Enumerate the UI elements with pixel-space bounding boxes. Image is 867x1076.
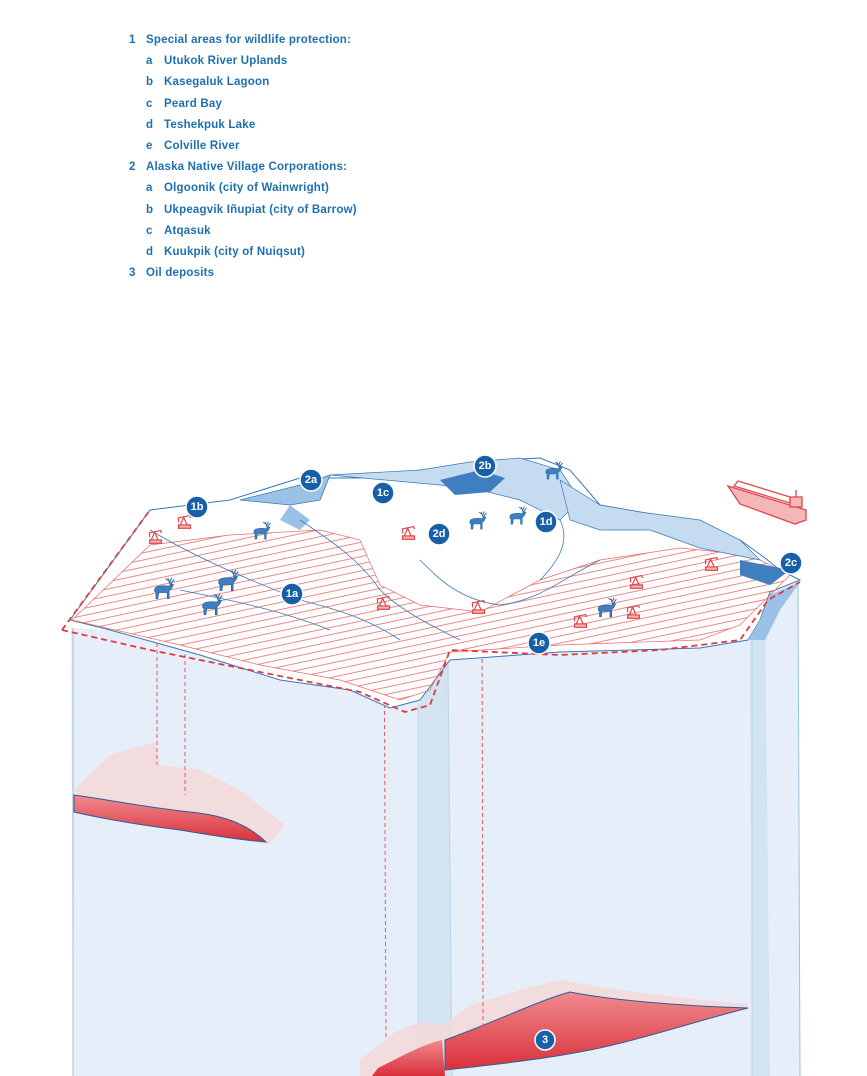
marker-1b: 1b [185, 495, 209, 519]
legend-subitem: d Teshekpuk Lake [129, 119, 357, 140]
svg-text:1d: 1d [540, 516, 553, 528]
legend-subitem: c Atqasuk [129, 225, 357, 246]
svg-text:1e: 1e [533, 637, 545, 649]
legend-item-text: Peard Bay [164, 97, 223, 110]
legend-subitem: c Peard Bay [129, 98, 357, 119]
land-surface [69, 457, 802, 709]
marker-1a: 1a [280, 582, 304, 606]
legend-item: 1 Special areas for wildlife protection: [129, 34, 357, 55]
tanker-ship-icon [726, 480, 807, 525]
legend-subitem: b Kasegaluk Lagoon [129, 76, 357, 97]
legend-item-text: Special areas for wildlife protection: [146, 34, 352, 46]
legend-subitem: e Colville River [129, 140, 357, 161]
legend-item-number: a [146, 182, 153, 195]
legend-item-number: b [146, 76, 154, 89]
legend-item: 3 Oil deposits [129, 267, 357, 288]
legend-item-text: Ukpeagvik Iñupiat (city of Barrow) [164, 203, 357, 216]
legend-item-number: c [146, 97, 153, 110]
legend-item-number: d [146, 245, 154, 258]
legend-item-number: 3 [129, 267, 136, 280]
svg-text:1c: 1c [377, 487, 389, 499]
legend-item-text: Atqasuk [164, 224, 211, 237]
marker-2c: 2c [779, 551, 803, 575]
svg-text:2c: 2c [785, 557, 797, 569]
legend-item-text: Oil deposits [146, 267, 215, 280]
legend-item: 2 Alaska Native Village Corporations: [129, 161, 357, 182]
legend-item-number: c [146, 224, 153, 237]
legend-item-text: Alaska Native Village Corporations: [146, 161, 348, 174]
legend-subitem: a Utukok River Uplands [129, 55, 357, 76]
oil-deposit-left [73, 742, 285, 845]
legend-item-number: d [146, 118, 154, 131]
svg-text:2a: 2a [305, 474, 318, 486]
legend-item-text: Olgoonik (city of Wainwright) [164, 182, 330, 195]
marker-2b: 2b [473, 454, 497, 478]
legend-item-number: e [146, 139, 153, 152]
region-boundary [61, 509, 801, 713]
legend-subitem: a Olgoonik (city of Wainwright) [129, 182, 357, 203]
oil-deposit-right [360, 980, 749, 1076]
legend-item-text: Kuukpik (city of Nuiqsut) [164, 245, 306, 258]
legend-item-number: 2 [129, 161, 136, 174]
marker-1e: 1e [527, 631, 551, 655]
legend-subitem: b Ukpeagvik Iñupiat (city of Barrow) [129, 204, 357, 225]
legend-subitem: d Kuukpik (city of Nuiqsut) [129, 246, 357, 267]
svg-text:2b: 2b [479, 460, 492, 472]
legend-item-text: Colville River [164, 139, 240, 152]
legend: 1 Special areas for wildlife protection: a… [129, 34, 357, 288]
svg-text:1a: 1a [286, 588, 299, 600]
svg-text:2d: 2d [433, 528, 446, 540]
marker-1c: 1c [371, 481, 395, 505]
legend-item-number: b [146, 203, 154, 216]
svg-text:3: 3 [542, 1034, 548, 1046]
marker-3: 3 [534, 1029, 556, 1051]
legend-item-text: Kasegaluk Lagoon [164, 76, 270, 89]
marker-2a: 2a [299, 468, 323, 492]
svg-text:1b: 1b [191, 501, 204, 513]
legend-item-number: 1 [129, 34, 136, 46]
marker-1d: 1d [534, 510, 558, 534]
legend-item-text: Teshekpuk Lake [164, 118, 256, 131]
block-body [71, 579, 801, 1076]
legend-item-number: a [146, 55, 153, 68]
legend-item-text: Utukok River Uplands [164, 55, 288, 68]
marker-2d: 2d [427, 522, 451, 546]
